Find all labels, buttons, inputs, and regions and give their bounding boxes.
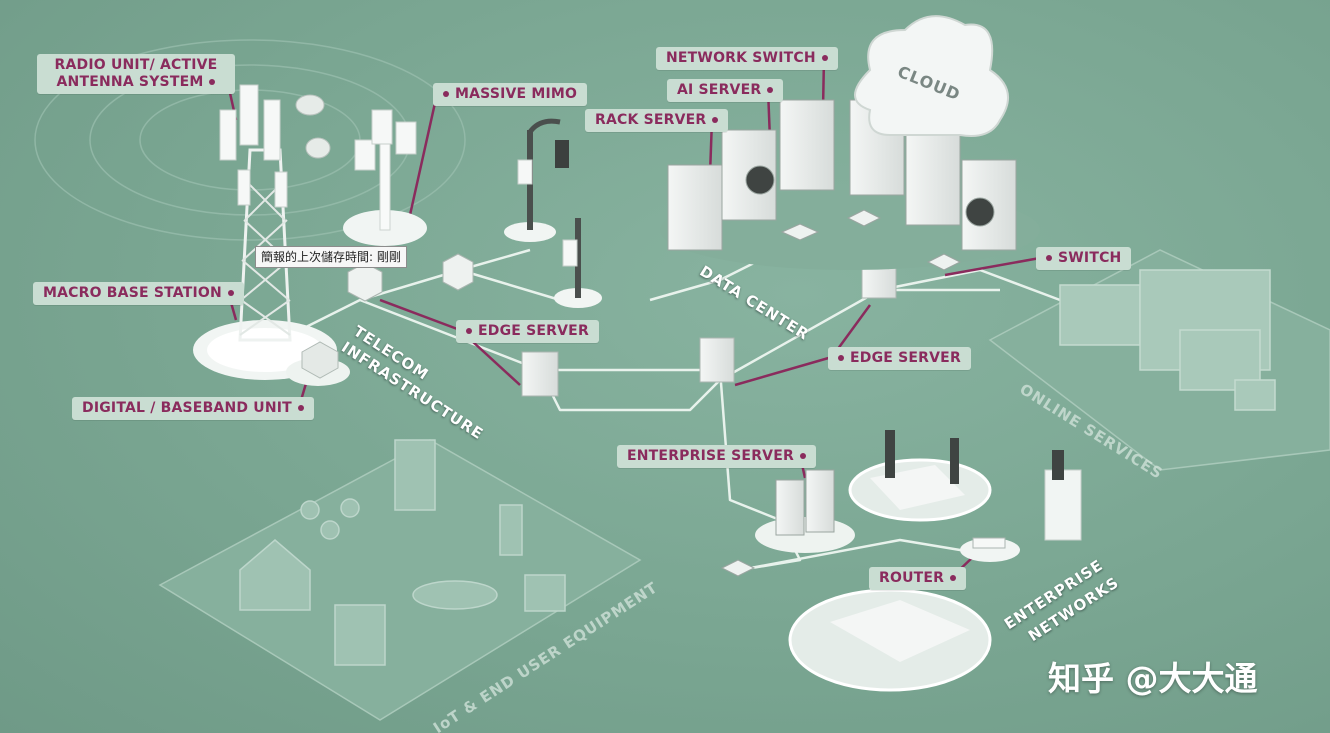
online-services-shop bbox=[1059, 269, 1276, 411]
edge-servers bbox=[347, 251, 897, 397]
label-edge-server-telecom-text: EDGE SERVER bbox=[478, 323, 589, 339]
enterprise-pods bbox=[788, 430, 1082, 692]
connector-dot bbox=[443, 91, 449, 97]
label-rack-server-text: RACK SERVER bbox=[595, 112, 707, 128]
macro-base-station-tower bbox=[193, 84, 337, 380]
connector-dot bbox=[1046, 255, 1052, 261]
label-network-switch: NETWORK SWITCH bbox=[656, 47, 838, 70]
label-massive-mimo-text: MASSIVE MIMO bbox=[455, 86, 578, 102]
label-enterprise-server: ENTERPRISE SERVER bbox=[617, 445, 816, 468]
source-watermark: 知乎 @大大通 bbox=[1048, 659, 1258, 698]
label-digital-baseband-unit: DIGITAL / BASEBAND UNIT bbox=[72, 397, 314, 420]
connector-dot bbox=[712, 117, 719, 123]
connector-dot bbox=[466, 328, 472, 334]
baseband-unit bbox=[286, 341, 350, 386]
label-switch: SWITCH bbox=[1036, 247, 1132, 270]
label-edge-server-dc-text: EDGE SERVER bbox=[850, 350, 961, 366]
connector-dot bbox=[297, 405, 304, 411]
label-router-text: ROUTER bbox=[879, 570, 945, 586]
label-enterprise-server-text: ENTERPRISE SERVER bbox=[627, 448, 794, 464]
iot-devices bbox=[239, 439, 566, 666]
label-radio-unit: RADIO UNIT/ ACTIVE ANTENNA SYSTEM bbox=[37, 54, 235, 94]
connector-dot bbox=[838, 355, 844, 361]
label-edge-server-telecom: EDGE SERVER bbox=[456, 320, 599, 343]
cloud-shape bbox=[854, 15, 1009, 137]
label-ai-server-text: AI SERVER bbox=[677, 82, 762, 98]
label-massive-mimo: MASSIVE MIMO bbox=[433, 83, 588, 106]
data-center-racks bbox=[660, 99, 1040, 271]
label-radio-unit-text: RADIO UNIT/ ACTIVE ANTENNA SYSTEM bbox=[54, 57, 218, 90]
label-ai-server: AI SERVER bbox=[667, 79, 784, 102]
street-small-cells bbox=[504, 118, 602, 308]
connector-dot bbox=[209, 79, 216, 85]
label-network-switch-text: NETWORK SWITCH bbox=[666, 50, 816, 66]
massive-mimo-pole bbox=[343, 109, 427, 246]
enterprise-server-rack bbox=[720, 469, 855, 577]
last-saved-tooltip: 簡報的上次儲存時間: 剛剛 bbox=[255, 246, 407, 268]
label-edge-server-dc: EDGE SERVER bbox=[828, 347, 971, 370]
connector-dot bbox=[799, 453, 806, 459]
connector-dot bbox=[950, 575, 957, 581]
label-macro-base-station: MACRO BASE STATION bbox=[33, 282, 244, 305]
connector-dot bbox=[821, 55, 828, 61]
connector-dot bbox=[227, 290, 234, 296]
label-rack-server: RACK SERVER bbox=[585, 109, 729, 132]
label-macro-base-station-text: MACRO BASE STATION bbox=[43, 285, 222, 301]
label-router: ROUTER bbox=[869, 567, 967, 590]
connector-dot bbox=[767, 87, 774, 93]
label-digital-baseband-unit-text: DIGITAL / BASEBAND UNIT bbox=[82, 400, 292, 416]
label-switch-text: SWITCH bbox=[1058, 250, 1122, 266]
